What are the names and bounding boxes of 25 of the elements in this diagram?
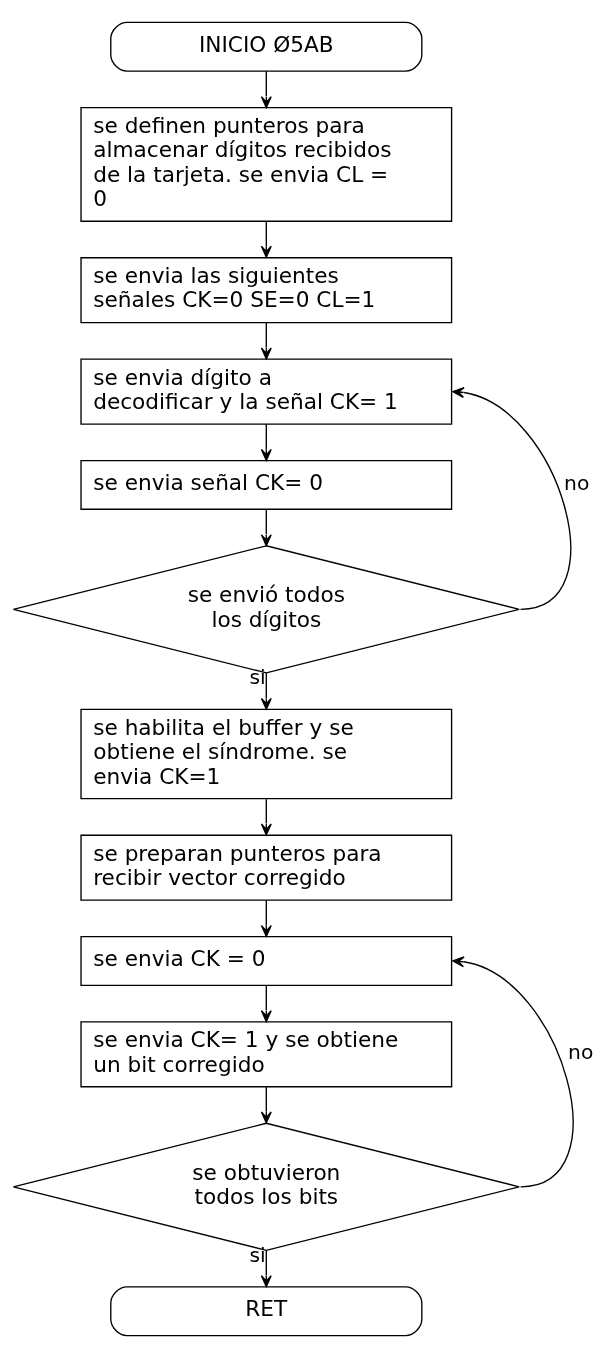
arrow (452, 955, 574, 1187)
node-box: se envia señal CK= 0 (80, 459, 453, 510)
edge-label: no (568, 1039, 594, 1064)
arrow (260, 899, 272, 937)
arrow (260, 1085, 272, 1123)
node-box: se envia CK = 0 (80, 935, 453, 986)
node-box: se definen punteros para almacenar dígitos recibidos de la tarjeta. se envia CL = 0 (80, 106, 453, 222)
node-box: RET (110, 1285, 423, 1336)
arrow (260, 671, 272, 710)
arrow (260, 422, 272, 461)
node-box: se envia CK= 1 y se obtiene un bit corregido (80, 1020, 453, 1087)
edge-label: no (564, 470, 590, 495)
node-box: se envia las siguientes señales CK=0 SE=0 CL=1 (80, 256, 453, 323)
arrow (260, 798, 272, 835)
node-box: se envia dígito a decodificar y la señal CK= 1 (80, 358, 453, 425)
arrow (260, 321, 272, 360)
node-box: se habilita el buffer y se obtiene el síndrome. se envia CK=1 (80, 708, 453, 799)
arrow (260, 70, 272, 108)
node-box: INICIO Ø5AB (110, 21, 423, 72)
arrow (260, 220, 272, 258)
arrow (452, 386, 572, 610)
arrow (260, 508, 272, 546)
node-box: se preparan punteros para recibir vector corregido (80, 834, 453, 901)
arrow (260, 1249, 272, 1287)
arrow (260, 984, 272, 1022)
